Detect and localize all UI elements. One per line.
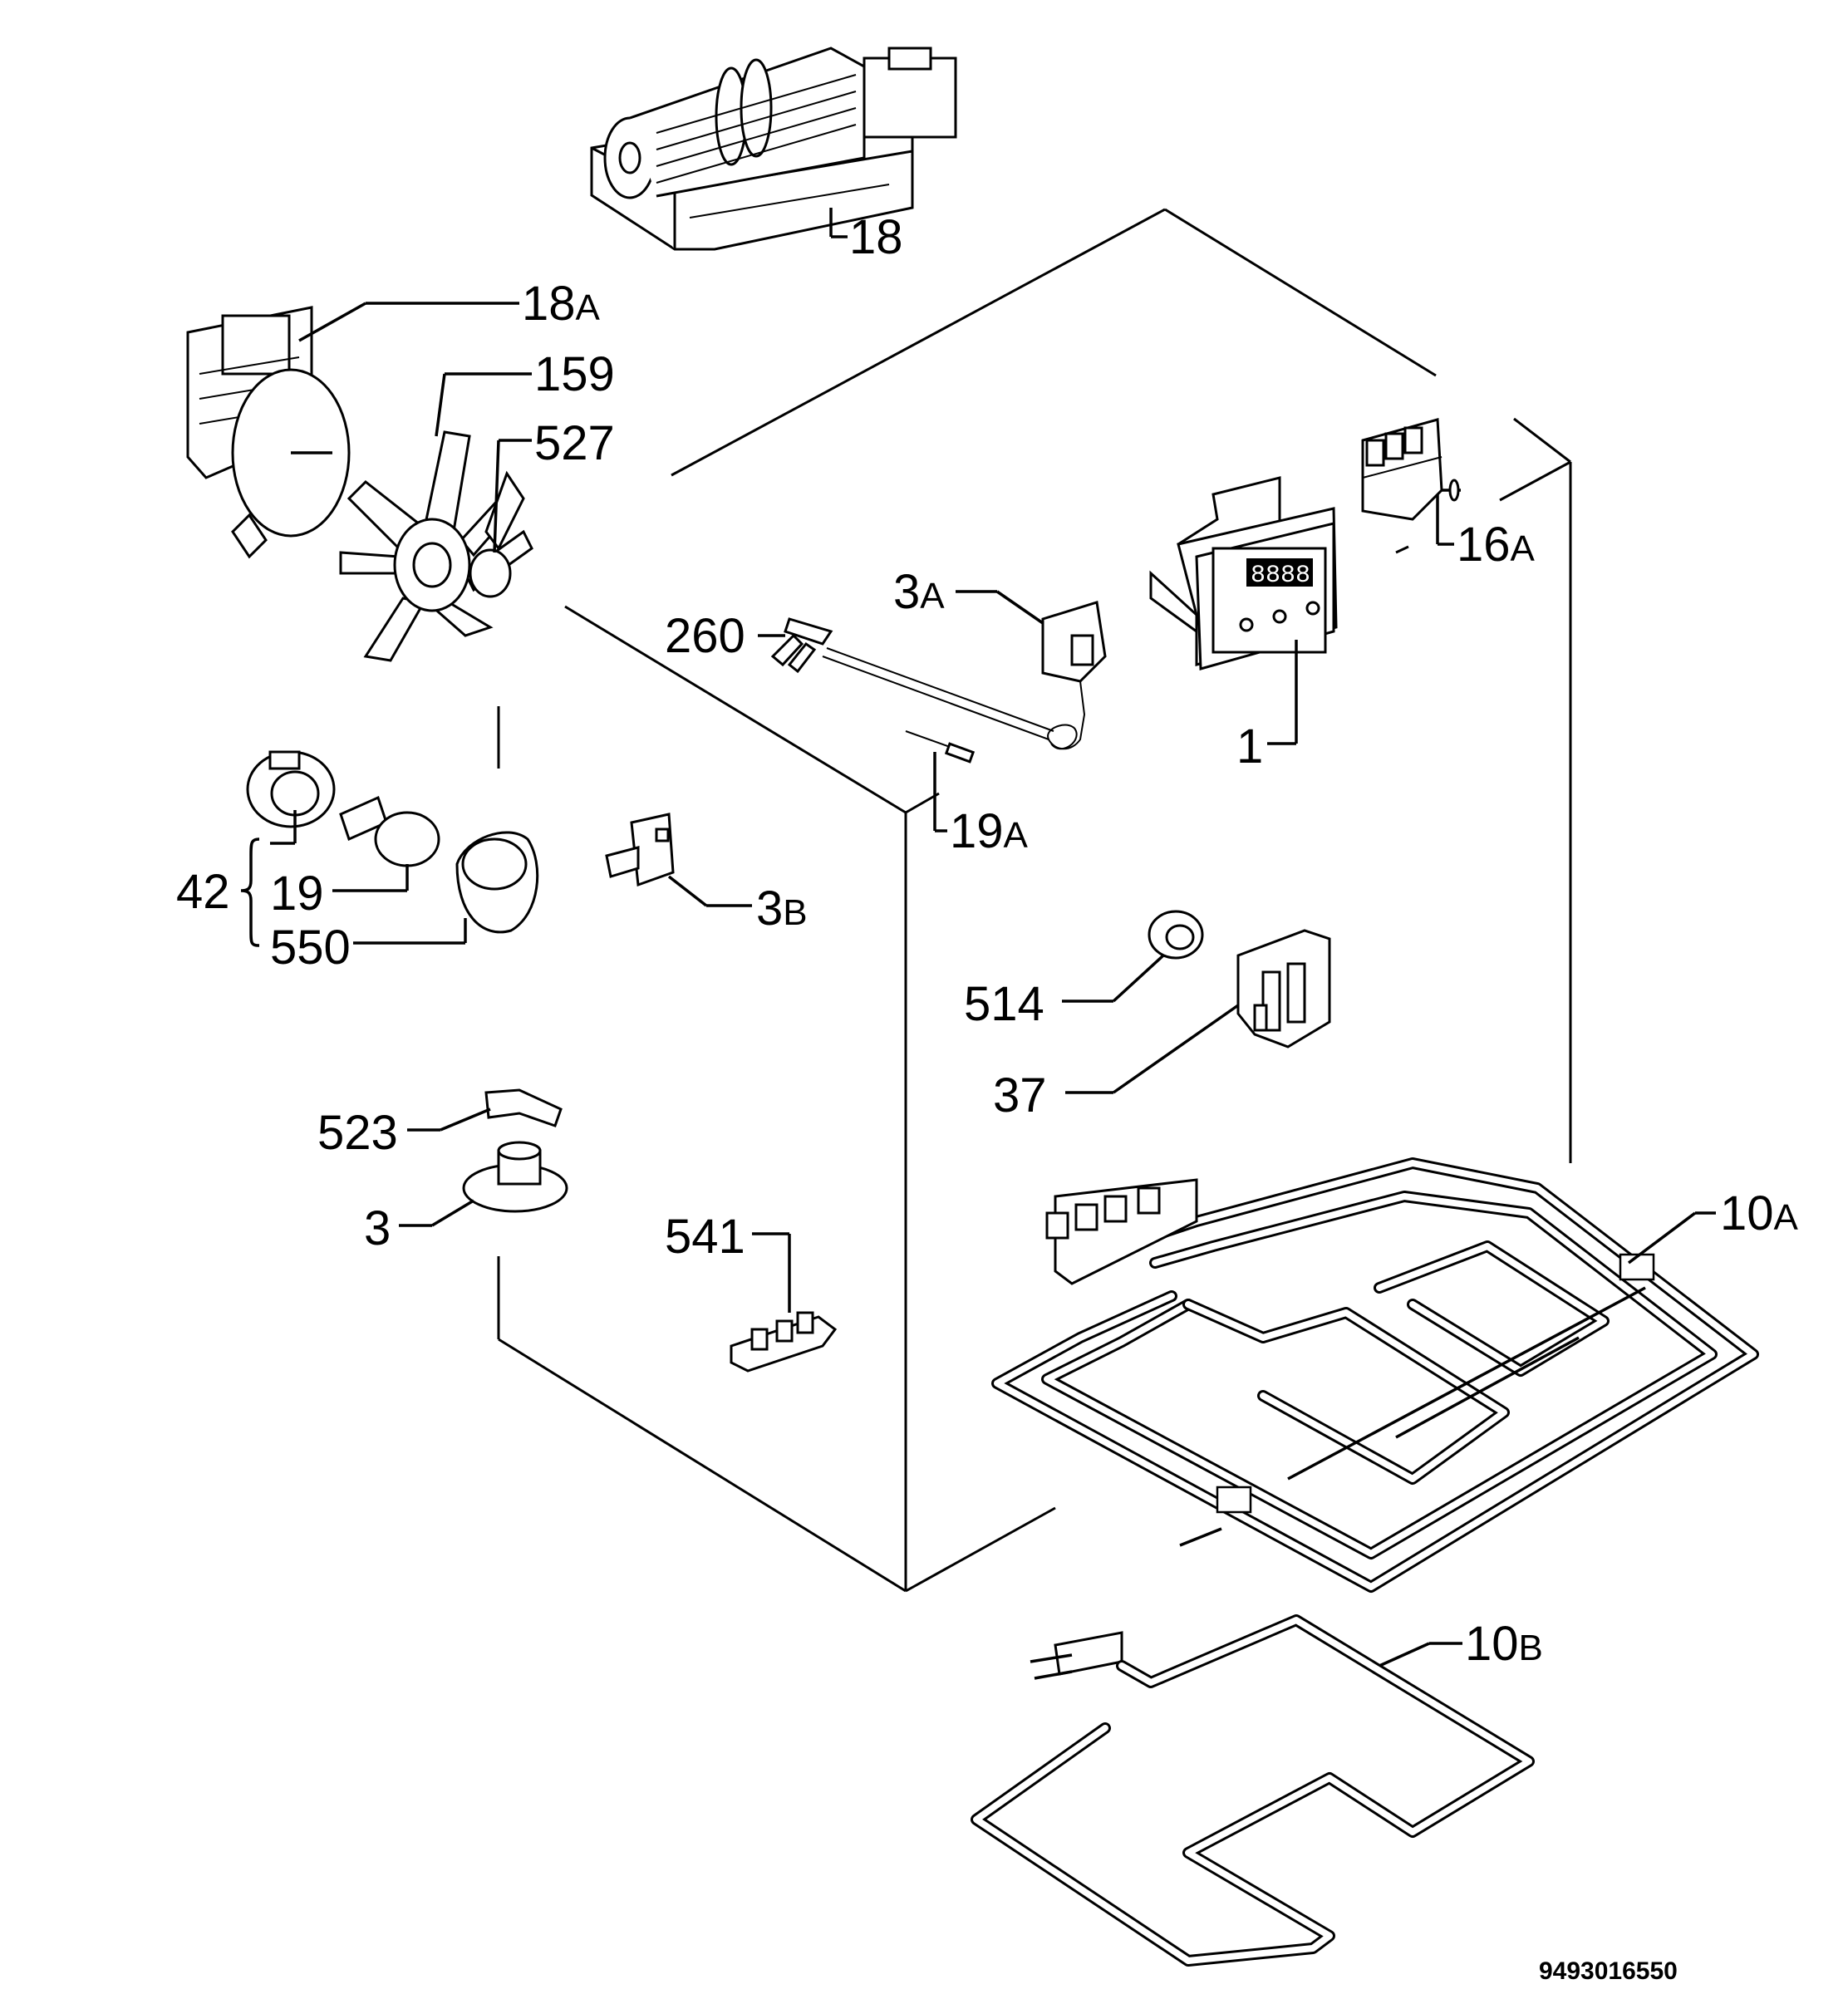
thermostat [822,601,1107,750]
callout-18A: 18A [522,277,601,331]
callout-550: 550 [270,921,351,975]
connector-block [1236,929,1331,1049]
callout-10A: 10A [1720,1186,1799,1240]
callout-3: 3 [364,1201,391,1255]
lamp-cover [455,831,539,934]
callout-3B: 3B [756,882,808,936]
callout-16A: 16A [1457,518,1536,572]
selector-switch [1361,418,1461,521]
bottom-element [971,1614,1535,1967]
lamp-holder [246,750,336,828]
callout-42: 42 [176,865,230,919]
terminal-block [605,813,675,887]
callout-523: 523 [317,1106,398,1160]
callout-514: 514 [964,977,1044,1031]
thermostat-bracket [484,1088,563,1127]
callout-19A: 19A [950,804,1029,858]
sensor-clip [770,617,833,674]
safety-thermostat [462,1141,568,1213]
callout-541: 541 [665,1210,745,1264]
callout-527: 527 [534,416,615,470]
temperature-probe [905,730,976,764]
drawing-code: 9493016550 [1539,1957,1678,1985]
group-brace [240,837,260,947]
callout-18: 18 [849,210,903,264]
grill-element [991,1157,1759,1593]
callout-3A: 3A [893,565,945,619]
fan-motor [186,306,351,559]
callout-1: 1 [1236,720,1263,774]
oven-cavity-outline [497,208,1572,1593]
callout-labels: 18 18A 159 527 16A 3A 260 1 19A 42 19 55… [176,210,1799,1985]
tangential-fan [590,47,957,251]
callout-37: 37 [993,1068,1047,1122]
lamp-bulb [339,795,440,867]
callout-19: 19 [270,867,324,921]
grommet [1148,910,1204,960]
electronic-timer: 8888 [1149,476,1338,670]
callout-260: 260 [665,609,745,663]
fan-blade [339,430,533,662]
svg-text:8888: 8888 [1251,562,1310,590]
leader-lines [270,208,1716,1667]
wire-connector [730,1311,838,1373]
callout-159: 159 [534,347,615,401]
callout-10B: 10B [1465,1617,1543,1671]
